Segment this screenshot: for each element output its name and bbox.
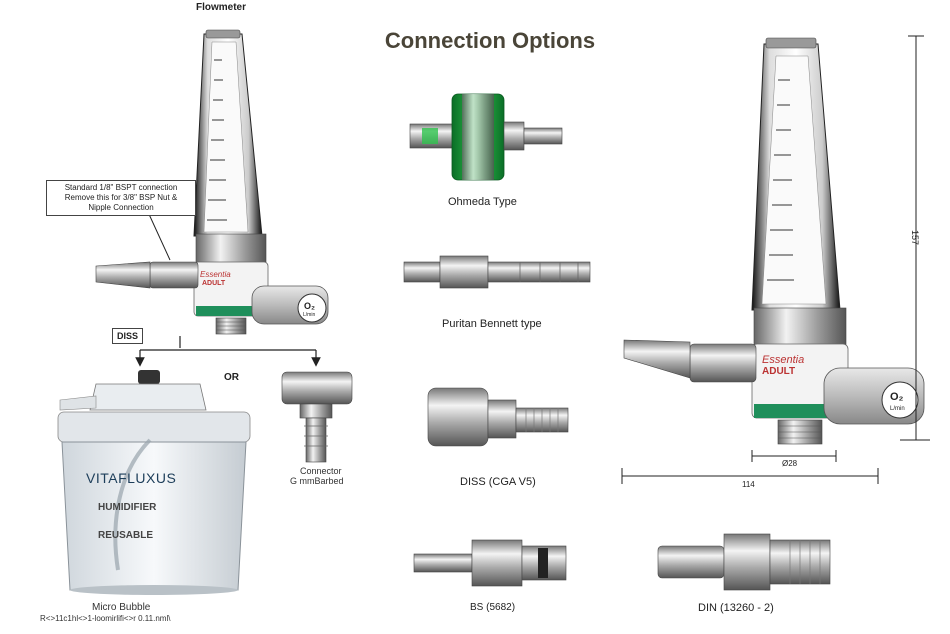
left-brand-script: Essentia [200, 270, 231, 279]
barbed-connector [281, 371, 353, 463]
left-flowmeter [95, 29, 329, 335]
din-connector [657, 533, 831, 591]
puritan-connector [403, 255, 591, 289]
ohmeda-caption: Ohmeda Type [448, 196, 517, 208]
connector-label-1: Connector [300, 466, 342, 476]
callout-line-2: Remove this for 3/8" BSP Nut & [64, 193, 178, 202]
diameter-dimension: Ø28 [782, 459, 798, 468]
puritan-caption: Puritan Bennett type [442, 318, 542, 330]
connector-label-2: G mmBarbed [290, 476, 344, 486]
callout-line-3: Nipple Connection [88, 203, 154, 212]
humidifier-bottle [57, 370, 251, 595]
humidifier-line-1: HUMIDIFIER [98, 502, 157, 513]
left-o2-label: O₂ [304, 301, 315, 311]
width-dimension: 114 [742, 480, 755, 489]
humidifier-line-2: REUSABLE [98, 530, 154, 541]
callout-leader [147, 211, 171, 261]
humidifier-brand: VITAFLUXUS [86, 470, 177, 486]
diss-caption: DISS (CGA V5) [460, 476, 536, 488]
micro-bubble-subtext: R<>11c1hl<>1-loomirlifi<>r 0.11.nml\ [40, 614, 171, 623]
right-o2-label: O₂ [890, 391, 904, 403]
right-lmin-label: L/min [890, 406, 905, 412]
diss-connector [427, 387, 569, 447]
ohmeda-connector [409, 93, 563, 181]
right-brand-script: Essentia [762, 354, 805, 366]
height-dimension: 157 [910, 230, 920, 246]
left-adult-label: ADULT [202, 280, 226, 287]
callout-line-1: Standard 1/8" BSPT connection [64, 183, 178, 192]
right-flowmeter [623, 37, 925, 445]
diss-arrows [135, 336, 321, 367]
or-label: OR [224, 372, 239, 383]
page-title: Connection Options [384, 28, 596, 53]
din-caption: DIN (13260 - 2) [698, 602, 774, 614]
right-adult-label: ADULT [762, 366, 796, 377]
bs-caption: BS (5682) [470, 602, 516, 613]
micro-bubble-label: Micro Bubble [92, 602, 151, 613]
left-lmin-label: L/min [303, 312, 316, 318]
flowmeter-label: Flowmeter [196, 2, 247, 13]
dimension-lines [621, 35, 930, 484]
diss-label-box: DISS [112, 328, 144, 344]
bs-connector [413, 539, 567, 587]
bspt-callout: Standard 1/8" BSPT connection Remove thi… [46, 180, 196, 216]
